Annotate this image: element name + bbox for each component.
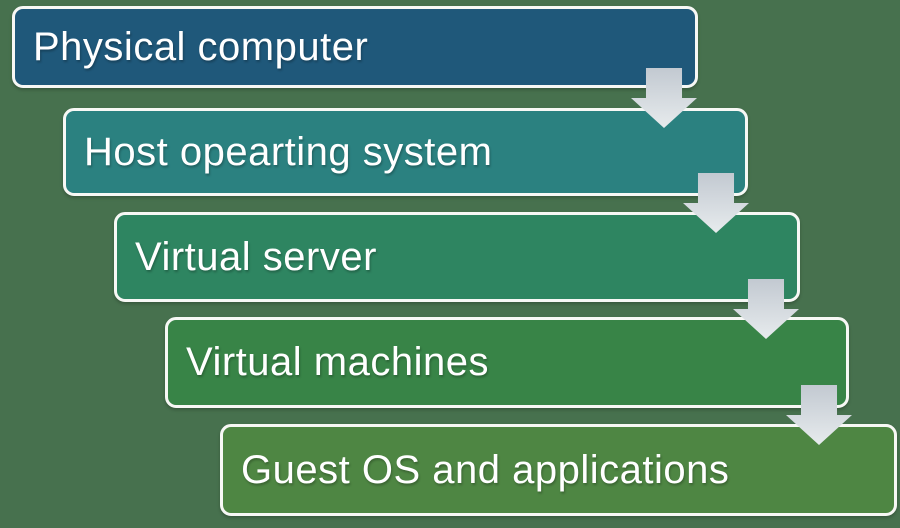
step-virtual-server: Virtual server [114,212,800,302]
step-virtual-machines: Virtual machines [165,317,849,408]
step-physical-computer: Physical computer [12,6,698,88]
step-physical-computer-label: Physical computer [33,24,369,69]
step-host-operating-system: Host opearting system [63,108,748,196]
step-virtual-machines-label: Virtual machines [186,340,489,384]
step-guest-os-applications-label: Guest OS and applications [241,447,730,492]
step-guest-os-applications: Guest OS and applications [220,424,897,516]
step-host-operating-system-label: Host opearting system [84,129,493,174]
step-virtual-server-label: Virtual server [135,234,377,279]
